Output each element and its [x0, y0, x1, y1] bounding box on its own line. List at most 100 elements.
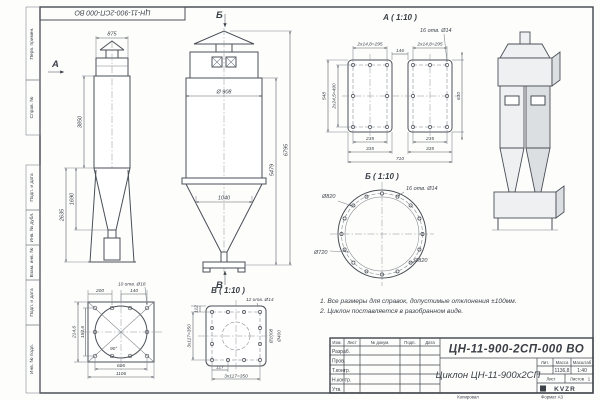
dim-v-left-span: 3х117=350 — [187, 324, 193, 348]
dim-side-cone-height: 1690 — [70, 192, 76, 205]
margin-label-inv-dubl: Инв. № дубл. — [29, 213, 35, 243]
dim-a-plate-left-width: 335 — [366, 146, 374, 152]
tb-sheet-label: Лист — [546, 377, 555, 382]
top-stamp: ЦН-11-900-2СП-000 ВО — [39, 6, 186, 21]
dim-a-top-left: 2х14,8=295 — [356, 42, 383, 48]
isometric-view — [492, 31, 565, 231]
view-arrow-b-label: Б — [216, 10, 223, 21]
dim-front-height-total: 6795 — [284, 143, 290, 156]
dim-b-holes-label: 16 отв. Ø14 — [406, 186, 438, 192]
section-b-outer-circle — [337, 189, 427, 279]
tb-role-tkontr: Т.контр. — [332, 368, 350, 374]
margin-label-sprav-no: Справ. № — [29, 97, 35, 119]
margin-label-vzam-inv: Взам. инв. № — [29, 248, 35, 278]
tb-doc-number: ЦН-11-900-2СП-000 ВО — [449, 344, 584, 356]
dim-side-body-height: 3850 — [78, 115, 84, 128]
dim-a-gap: 146 — [396, 48, 404, 54]
dim-a-left-inner: 2х24,5=490 — [332, 83, 338, 110]
dim-a-total-width: 710 — [396, 156, 404, 162]
dim-a-left-outer: 548 — [322, 92, 328, 100]
tb-sheets-label: Листов — [570, 377, 585, 382]
iso-cap — [499, 43, 551, 59]
dim-v-holes-label: 12 отв. Ø14 — [246, 297, 274, 303]
top-stamp-doc-number: ЦН-11-900-2СП-000 ВО — [74, 9, 151, 16]
dim-side-top-width: 875 — [107, 32, 117, 38]
tb-lit-label: Лит. — [541, 360, 549, 365]
dim-b-outer-bottom: Ø820 — [413, 258, 428, 264]
title-block: Изм. Лист № докум. Подп. Дата Разраб. Пр… — [329, 337, 594, 400]
tb-scale-label: Масштаб — [573, 360, 592, 365]
tb-scale-value: 1:40 — [577, 368, 587, 374]
tb-role-razrab: Разраб. — [332, 349, 350, 355]
note-line-1: 1. Все размеры для справок, допустимые о… — [320, 297, 517, 305]
tb-format-label: Формат А3 — [541, 395, 563, 400]
tb-copied-label: Копировал — [457, 395, 479, 400]
dim-side-bottom-height: 2635 — [60, 208, 66, 222]
dim-flange-height-outer: 214,6 — [72, 326, 78, 339]
iso-cone-left — [499, 147, 525, 193]
dim-a-right: 630 — [456, 92, 462, 100]
tb-col-data: Дата — [425, 340, 435, 345]
dim-a-holes-label: 16 отв. Ø14 — [420, 28, 452, 34]
section-a-view: А ( 1:10 ) 2х14,8=295 2х14,8=295 146 16 … — [322, 13, 464, 163]
tb-col-doc: № докум. — [371, 340, 390, 345]
dim-b-inner: Ø720 — [313, 250, 328, 256]
iso-header-box — [497, 57, 553, 87]
tb-col-izm: Изм. — [332, 340, 341, 345]
tb-role-nkontr: Н.контр. — [332, 378, 351, 384]
section-v-view: В ( 1:10 ) 12 отв. Ø14 112 3х117=350 117… — [187, 286, 283, 381]
iso-bin — [493, 191, 557, 219]
dim-v-left-offset: 112 — [194, 305, 200, 313]
dim-v-diameter-outer: Ø1008 — [269, 328, 275, 344]
margin-label-podp-data-2: Подп. и дата — [29, 288, 35, 317]
dim-a-holes-right: 235 — [425, 136, 434, 142]
section-a-title: А ( 1:10 ) — [382, 13, 417, 22]
tb-mass-value: 1136,8 — [555, 368, 570, 374]
dim-front-diameter: Ø 908 — [216, 90, 233, 96]
tb-role-utv: Утв. — [332, 387, 342, 393]
dim-flange-holes-label: 10 отв. Ø18 — [118, 282, 146, 288]
tb-logo-text: KVZR — [554, 386, 576, 393]
margin-label-podp-data-1: Подп. и дата — [29, 173, 35, 202]
dim-v-bottom-span: 3х117=350 — [224, 374, 248, 380]
side-view: А 875 3850 1690 2635 — [48, 32, 136, 263]
section-b-bolt-holes — [339, 191, 425, 277]
tb-col-podp: Подп. — [404, 340, 415, 345]
dim-front-height-inner: 5479 — [270, 164, 276, 176]
front-flange — [181, 177, 267, 185]
front-view: Б Ø 908 1040 В 5479 6795 — [181, 10, 292, 291]
side-bin-outline — [103, 237, 121, 261]
section-v-title: В ( 1:10 ) — [211, 286, 245, 295]
tb-col-list: Лист — [347, 340, 356, 345]
front-bottom-flange — [202, 261, 246, 269]
dim-v-bottom-offset: 117 — [216, 365, 224, 371]
margin-label-perv-primen: Перв. примен. — [29, 28, 35, 60]
front-header-box — [189, 51, 259, 79]
tb-role-prov: Пров. — [332, 359, 345, 365]
tb-mass-label: Масса — [556, 360, 569, 365]
iso-cone-right — [525, 147, 551, 193]
dim-flange-200: 200 — [95, 288, 104, 294]
view-arrow-a-label: А — [51, 59, 59, 70]
tb-product-title: Циклон ЦН-11-900х2СП — [436, 370, 541, 381]
dim-flange-140: 140 — [130, 288, 138, 294]
dim-a-top-right: 2х14,8=295 — [416, 42, 443, 48]
iso-chimney — [519, 31, 531, 45]
dim-b-outer-top: Ø820 — [321, 194, 336, 200]
dim-flange-width-inner: 606 — [117, 363, 125, 369]
dim-v-diameter-inner: Ø400 — [277, 330, 283, 343]
flange-view: 90° 200 140 10 отв. Ø18 214,6 154,6 606 … — [72, 282, 162, 379]
view-arrow-v-label: В — [216, 280, 223, 291]
margin-stamps: Перв. примен. Справ. № Подп. и дата Инв.… — [25, 6, 41, 394]
iso-cylinder-left — [499, 85, 525, 149]
flange-bolt-holes — [92, 305, 150, 359]
dim-flange-height-inner: 154,6 — [80, 326, 86, 338]
margin-label-inv-podl: Инв. № подл. — [29, 344, 35, 374]
tb-sheets-value: 1 — [588, 377, 591, 382]
iso-cylinder-right — [525, 85, 551, 149]
note-line-2: 2. Циклон поставляется в разобранном вид… — [319, 307, 463, 315]
dim-front-cone-top: 1040 — [218, 196, 231, 202]
notes: 1. Все размеры для справок, допустимые о… — [319, 297, 517, 315]
